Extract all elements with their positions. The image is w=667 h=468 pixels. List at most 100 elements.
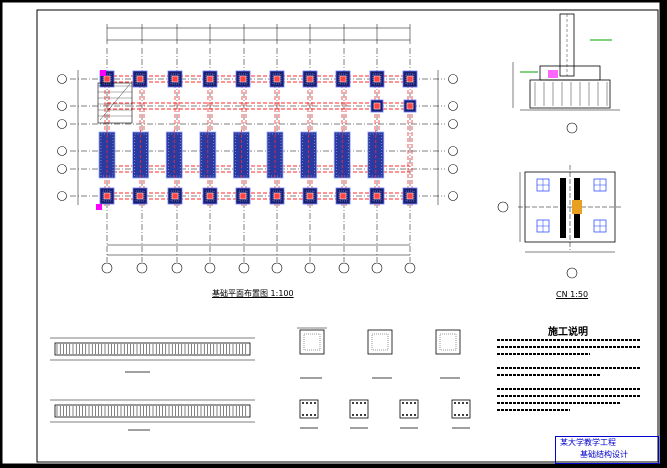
axis-bubble	[448, 101, 458, 111]
section-detail	[512, 13, 620, 134]
axis-bubble	[101, 262, 113, 274]
column-stub	[239, 192, 247, 200]
pad-hatch	[170, 73, 180, 85]
column-stub	[373, 75, 381, 83]
detail-title: CN 1:50	[556, 290, 589, 299]
rebar-dot	[356, 402, 358, 404]
pad-hatch	[372, 73, 382, 85]
rebar-section	[399, 399, 419, 419]
pad-hatch	[338, 190, 348, 202]
column-stub	[273, 192, 281, 200]
rebar-dot	[458, 414, 460, 416]
magenta-mark	[96, 204, 102, 210]
rebar-section	[451, 399, 471, 419]
axis-bubble	[448, 191, 458, 201]
column-stub	[373, 102, 381, 110]
pad-hatch	[170, 190, 180, 202]
rebar-dot	[302, 414, 304, 416]
pad-hatch	[272, 73, 282, 85]
pad-hatch	[102, 73, 112, 85]
section-box	[299, 329, 325, 355]
axis-bubble	[238, 262, 250, 274]
title-block	[555, 436, 659, 464]
inner-frame	[36, 9, 659, 463]
pad-hatch	[135, 190, 145, 202]
rebar-dot	[402, 402, 404, 404]
axis-bubble	[57, 146, 67, 156]
rebar-dot	[356, 414, 358, 416]
rebar-dot	[352, 402, 354, 404]
column-core	[572, 200, 582, 214]
axis-bubble	[404, 262, 416, 274]
pad-hatch	[405, 73, 415, 85]
rebar-dot	[406, 414, 408, 416]
pad-hatch	[305, 190, 315, 202]
column-stub	[406, 75, 414, 83]
rebar-dot	[466, 402, 468, 404]
rebar-dot	[360, 414, 362, 416]
detail-bubble	[497, 201, 509, 213]
column-stub	[171, 75, 179, 83]
column-stub	[206, 192, 214, 200]
pad-hatch	[205, 73, 215, 85]
column-stub	[273, 75, 281, 83]
rebar-dot	[314, 402, 316, 404]
rebar-dot	[410, 414, 412, 416]
wall-section	[560, 178, 566, 238]
section-hatch	[371, 333, 389, 351]
column-detail	[497, 165, 622, 279]
rebar-dot	[352, 414, 354, 416]
column-stub	[103, 75, 111, 83]
axis-bubble	[448, 74, 458, 84]
section-bubble	[566, 122, 578, 134]
pad-hatch	[338, 73, 348, 85]
pad-hatch	[135, 73, 145, 85]
rebar-dot	[402, 414, 404, 416]
rebar-dot	[406, 402, 408, 404]
title-block-line2: 基础结构设计	[580, 450, 628, 459]
rebar-dot	[462, 402, 464, 404]
axis-bubble	[57, 164, 67, 174]
pad-hatch	[102, 190, 112, 202]
column-stub	[406, 102, 414, 110]
axis-bubble	[204, 262, 216, 274]
axis-bubble	[171, 262, 183, 274]
column-stub	[339, 192, 347, 200]
pad-hatch	[238, 73, 248, 85]
pad-hatch	[305, 73, 315, 85]
column-stub	[306, 192, 314, 200]
pad-hatch	[372, 190, 382, 202]
column-stub	[373, 192, 381, 200]
plan-title: 基础平面布置图 1:100	[212, 289, 294, 298]
section-hatch	[303, 333, 321, 351]
pad-hatch	[238, 190, 248, 202]
axis-bubble	[57, 74, 67, 84]
stair-diag	[99, 83, 131, 121]
rebar-section	[349, 399, 369, 419]
column-stub	[103, 192, 111, 200]
section-box	[367, 329, 393, 355]
pad-hatch	[205, 190, 215, 202]
footing-base	[529, 79, 611, 109]
stair-block	[97, 82, 133, 124]
axis-bubble	[57, 191, 67, 201]
axis-bubble	[448, 146, 458, 156]
rebar-dot	[414, 414, 416, 416]
axis-bubble	[304, 262, 316, 274]
rebar-dot	[306, 402, 308, 404]
axis-bubble	[57, 101, 67, 111]
rebar-dot	[414, 402, 416, 404]
small-sections	[297, 327, 471, 429]
rebar-dot	[310, 402, 312, 404]
column-stub	[306, 75, 314, 83]
axis-bubble	[448, 119, 458, 129]
column-stub	[339, 75, 347, 83]
rebar-dot	[466, 414, 468, 416]
rebar-dot	[462, 414, 464, 416]
rebar-section	[299, 399, 319, 419]
rebar-dot	[314, 414, 316, 416]
construction-notes	[497, 339, 640, 411]
magenta-mark	[100, 70, 106, 76]
axis-bubble	[271, 262, 283, 274]
